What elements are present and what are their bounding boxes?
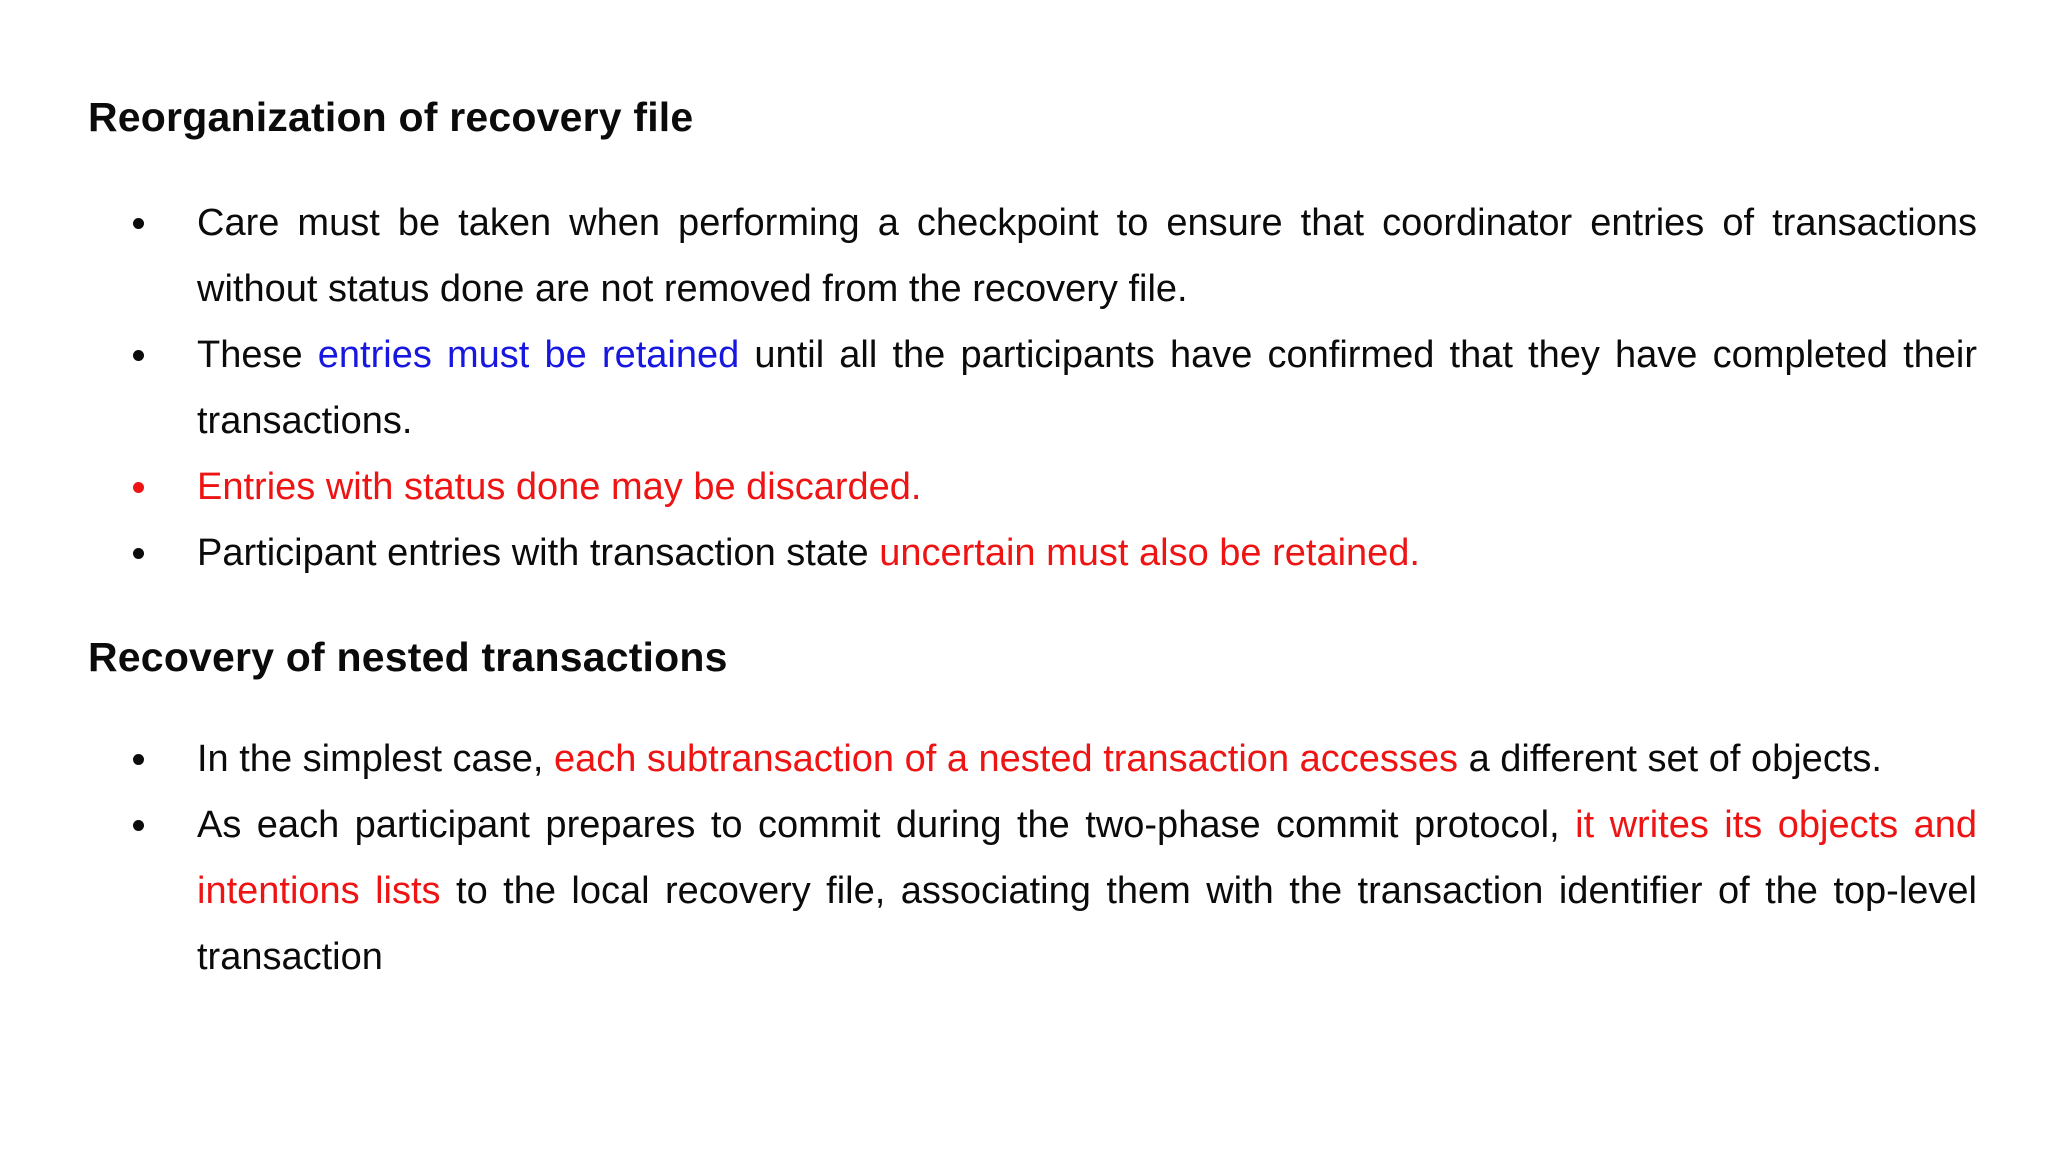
bullet-icon bbox=[133, 820, 144, 831]
list-item: These entries must be retained until all… bbox=[88, 322, 1977, 454]
text-segment-red: uncertain must also be retained. bbox=[879, 532, 1420, 574]
text-segment: until all the participants have confirme… bbox=[197, 334, 1977, 442]
bullet-icon bbox=[133, 482, 144, 493]
text-segment: In the simplest case, bbox=[197, 738, 554, 780]
heading-reorganization-of-recovery-file: Reorganization of recovery file bbox=[88, 94, 694, 140]
bullet-list-recovery-file: Care must be taken when performing a che… bbox=[88, 190, 1977, 586]
text-segment: a different set of objects. bbox=[1458, 738, 1882, 780]
bullet-icon bbox=[133, 218, 144, 229]
text-segment-blue: entries must be retained bbox=[317, 334, 740, 376]
bullet-list-nested-transactions: In the simplest case, each subtransactio… bbox=[88, 726, 1977, 990]
list-item: In the simplest case, each subtransactio… bbox=[88, 726, 1977, 792]
list-item: As each participant prepares to commit d… bbox=[88, 792, 1977, 990]
list-item: Entries with status done may be discarde… bbox=[88, 454, 1977, 520]
text-segment-red: Entries with status done may be discarde… bbox=[197, 466, 922, 508]
bullet-icon bbox=[133, 548, 144, 559]
list-item: Care must be taken when performing a che… bbox=[88, 190, 1977, 322]
text-segment-red: it writes its objects and intentions lis… bbox=[197, 804, 1977, 912]
text-segment: Care must be taken when performing a che… bbox=[197, 202, 1977, 310]
heading-recovery-of-nested-transactions: Recovery of nested transactions bbox=[88, 634, 728, 680]
text-segment: As each participant prepares to commit d… bbox=[197, 804, 1576, 846]
text-segment-red: each subtransaction of a nested transact… bbox=[553, 738, 1459, 780]
text-segment: Participant entries with transaction sta… bbox=[197, 532, 880, 574]
list-item: Participant entries with transaction sta… bbox=[88, 520, 1977, 586]
text-segment: to the local recovery file, associating … bbox=[197, 870, 1977, 978]
bullet-icon bbox=[133, 754, 144, 765]
text-segment: These bbox=[197, 334, 318, 376]
bullet-icon bbox=[133, 350, 144, 361]
